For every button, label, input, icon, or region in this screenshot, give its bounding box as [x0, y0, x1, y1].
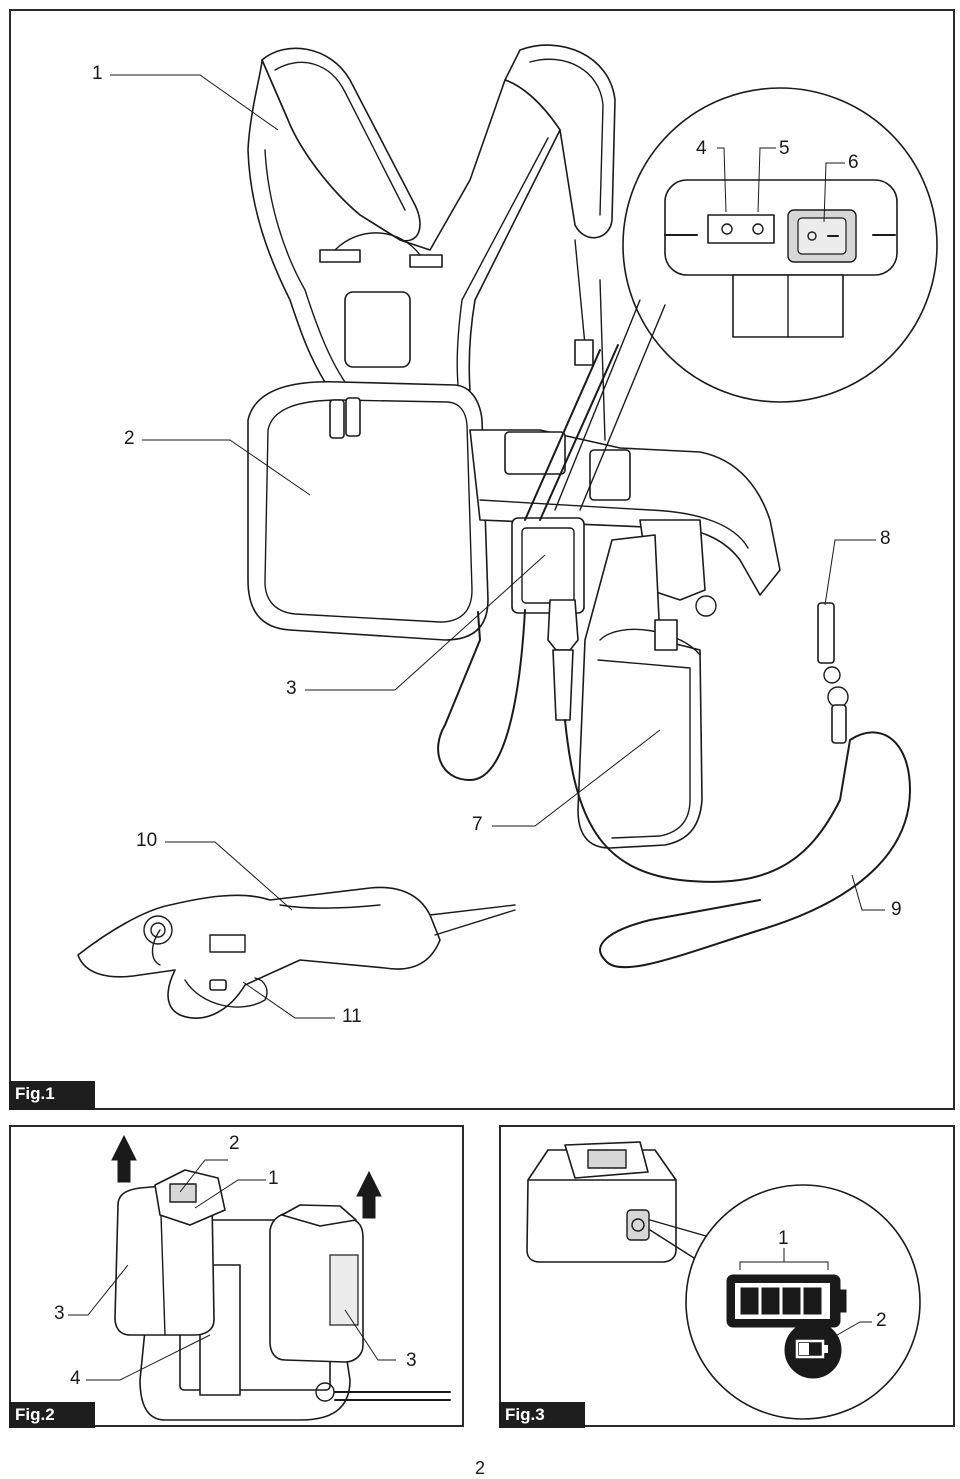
control-unit [511, 239, 619, 721]
belt-clip [817, 602, 849, 744]
figure-2-label: Fig.2 [9, 1402, 95, 1428]
callout-fig1-2: 2 [124, 428, 135, 449]
callout-fig3-1: 1 [778, 1228, 789, 1249]
callout-fig1-5: 5 [779, 138, 790, 159]
page-number: 2 [474, 1458, 485, 1478]
callout-fig1-6: 6 [848, 152, 859, 173]
power-cable-loop [437, 609, 526, 781]
figure-2-frame [9, 1125, 464, 1427]
figure-1-label: Fig.1 [9, 1081, 95, 1110]
callout-fig1-3: 3 [286, 678, 297, 699]
harness-back-pouch [247, 380, 489, 641]
callout-fig3-2: 2 [876, 1310, 887, 1331]
figure-1-leader-lines [110, 74, 885, 1019]
callout-fig1-9: 9 [891, 899, 902, 920]
callout-fig1-11: 11 [342, 1006, 362, 1027]
callout-fig1-8: 8 [880, 528, 891, 549]
control-unit-detail-inset [554, 87, 938, 511]
callout-fig2-4: 4 [70, 1368, 81, 1389]
callout-fig2-2: 2 [229, 1133, 240, 1154]
callout-fig1-1: 1 [92, 63, 103, 84]
connecting-cord [564, 719, 911, 969]
callout-fig1-4: 4 [696, 138, 707, 159]
callout-fig2-1: 1 [268, 1168, 279, 1189]
callout-fig1-10: 10 [136, 830, 158, 851]
pruning-shears [77, 886, 516, 1019]
callout-fig2-3-right: 3 [406, 1350, 417, 1371]
harness-shoulder-straps [247, 44, 616, 391]
callout-fig1-7: 7 [472, 814, 483, 835]
figure-1-frame [9, 9, 955, 1110]
figure-2-illustration [68, 1134, 451, 1421]
figure-3-frame [499, 1125, 955, 1427]
figure-3-illustration [526, 1141, 921, 1420]
figure-3-label: Fig.3 [499, 1402, 585, 1428]
callout-fig2-3-left: 3 [54, 1303, 65, 1324]
